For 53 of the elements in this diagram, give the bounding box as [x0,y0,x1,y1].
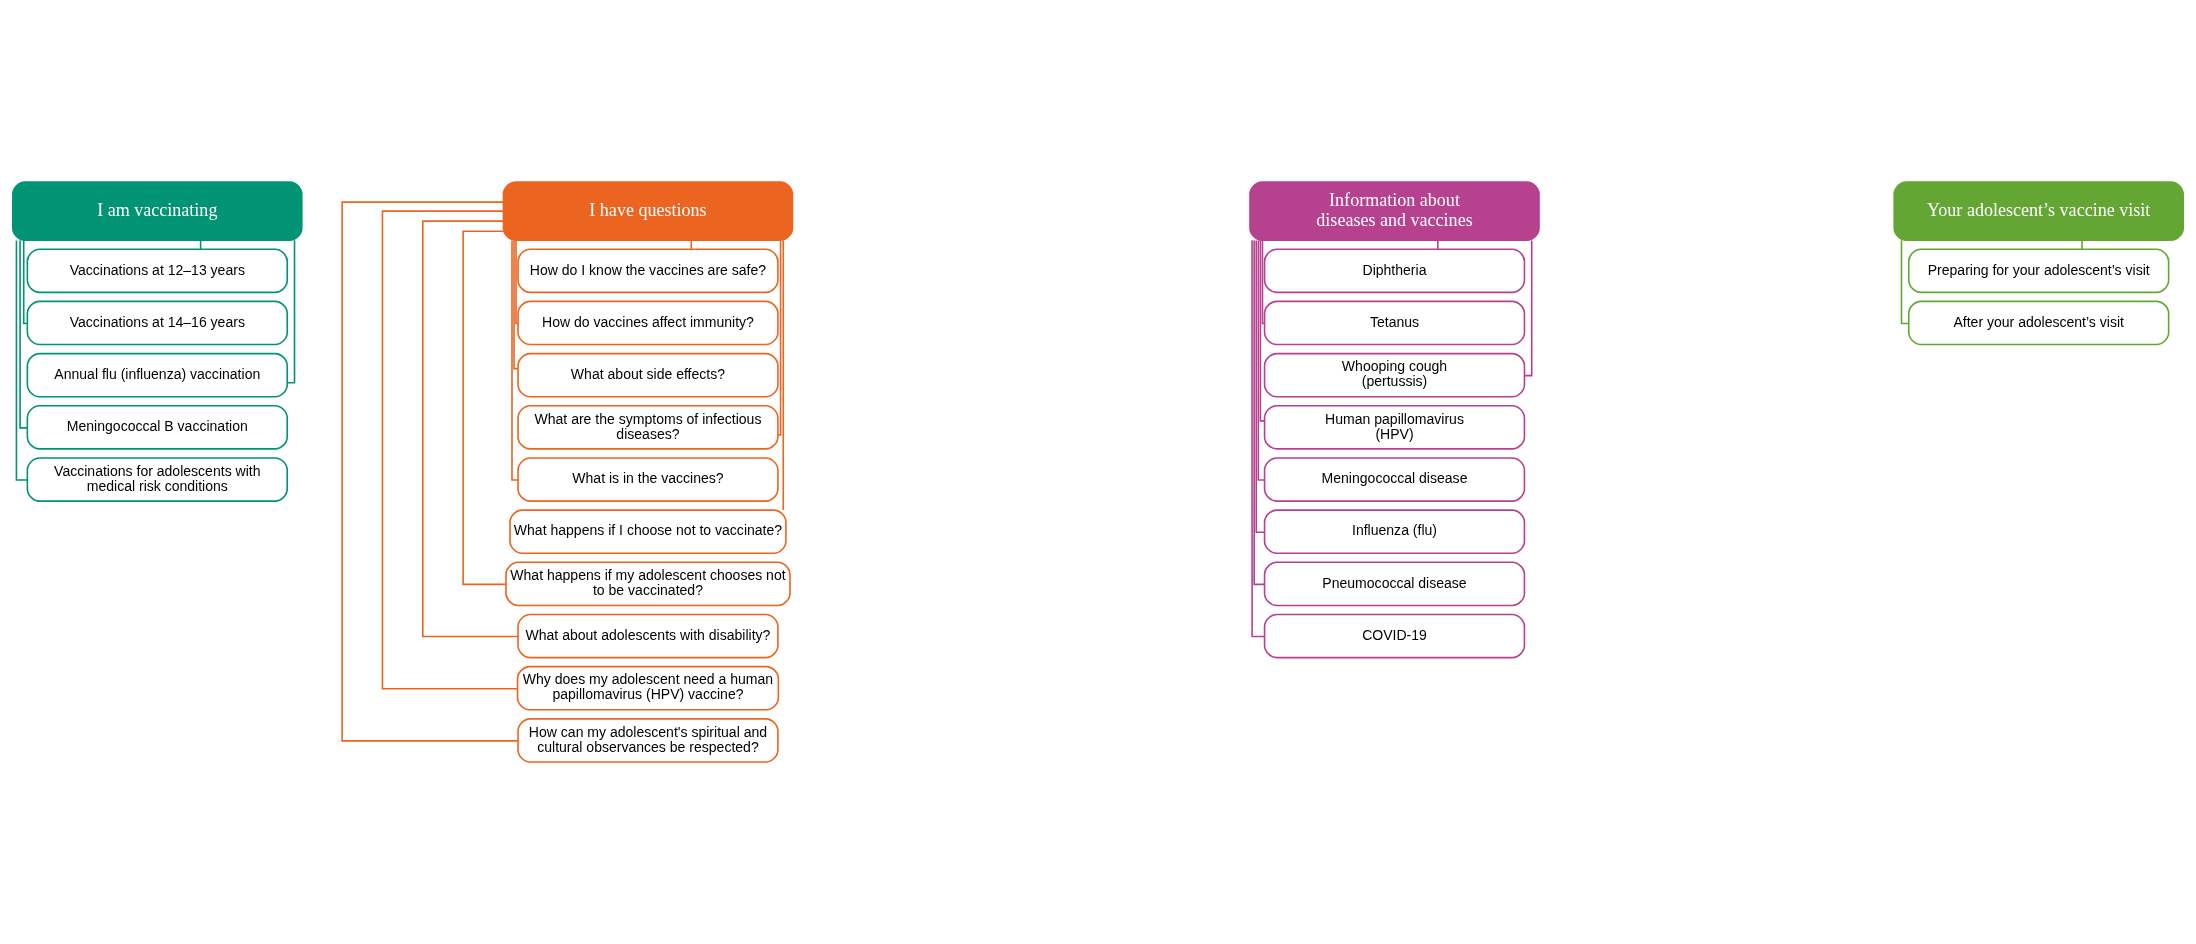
node-box: Why does my adolescent need a human papillomavirus (HPV) vaccine? [516,665,780,711]
node-box: Your adolescent’s vaccine visit [1893,181,2184,241]
node-box: Preparing for your adolescent’s visit [1907,248,2170,294]
node-box: I am vaccinating [12,181,303,241]
connector [462,230,507,586]
node-box: Influenza (flu) [1263,509,1526,555]
connector [1253,239,1266,586]
connector [511,239,519,481]
connector [1251,239,1266,638]
connector [15,239,28,481]
node-box: Vaccinations for adolescents with medical risk conditions [26,457,289,502]
node-box: Diphtheria [1263,248,1526,294]
connector [513,239,519,370]
node-box: What about side effects? [517,352,779,398]
connector [782,239,785,511]
connector [1900,239,1910,325]
node-box: Annual flu (influenza) vaccination [26,352,289,398]
connector [515,239,519,325]
node-box: I have questions [502,181,794,241]
connector [422,220,519,638]
node-box: What is in the vaccines? [517,457,779,502]
node-box: Human papillomavirus (HPV) [1263,404,1526,450]
node-box: Tetanus [1263,300,1526,346]
node-box: What are the symptoms of infectious diseases? [517,404,779,450]
connector [1257,239,1266,481]
connector [2081,239,2083,250]
node-box: Meningococcal disease [1263,457,1526,502]
node-box: After your adolescent’s visit [1907,300,2170,346]
node-box: How do I know the vaccines are safe? [517,248,779,294]
node-box: What happens if my adolescent chooses not to be vaccinated? [505,561,791,607]
node-box: How can my adolescent's spiritual and cultural observances be respected? [517,718,779,763]
connector [690,239,693,250]
node-box: Whooping cough (pertussis) [1263,352,1526,398]
connector [777,239,782,436]
node-box: Meningococcal B vaccination [26,404,289,450]
node-box: Information about diseases and vaccines [1249,181,1540,241]
connector [1259,239,1266,422]
node-box: COVID-19 [1263,613,1526,659]
node-box: What happens if I choose not to vaccinate? [509,509,787,555]
node-box: Vaccinations at 12–13 years [26,248,289,294]
node-box: What about adolescents with disability? [517,613,779,659]
connector [1437,239,1439,250]
connector [1255,239,1266,533]
connector [1261,239,1266,325]
node-box: Pneumococcal disease [1263,561,1526,607]
connector [286,239,296,384]
connector [22,239,29,325]
node-box: Vaccinations at 14–16 years [26,300,289,346]
connector [19,239,28,429]
connector [341,201,519,742]
node-box: How do vaccines affect immunity? [517,300,779,346]
connector [1523,239,1533,377]
connector [381,210,518,690]
